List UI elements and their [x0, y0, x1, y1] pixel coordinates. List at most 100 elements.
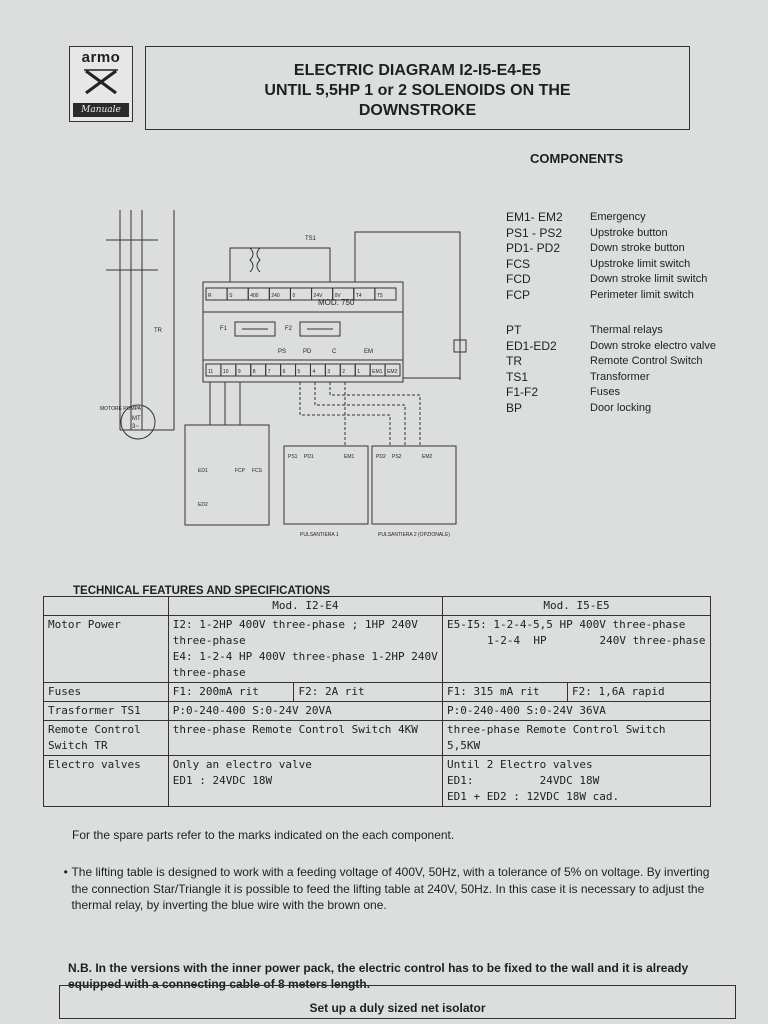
spec-valves-a: Only an electro valve ED1 : 24VDC 18W — [167, 755, 443, 807]
component-desc: Down stroke electro valve — [590, 339, 716, 352]
panel2-code-1: PD2 — [376, 454, 386, 460]
group-label-c: C — [332, 349, 337, 355]
component-row: FCS Upstroke limit switch — [506, 257, 707, 273]
terminal-label: 0V — [335, 293, 342, 299]
spec-fuses-a1: F1: 200mA rit — [167, 682, 295, 702]
spec-fuses-a2: F2: 2A rit — [293, 682, 443, 702]
panel1-label: PULSANTIERA 1 — [300, 532, 339, 538]
spec-motor-label: Motor Power — [43, 615, 169, 683]
title-box: ELECTRIC DIAGRAM I2-I5-E4-E5 UNTIL 5,5HP… — [145, 46, 690, 130]
component-desc: Upstroke limit switch — [590, 257, 691, 270]
title-line-2: UNTIL 5,5HP 1 or 2 SOLENOIDS ON THE — [264, 82, 571, 99]
fuse-label-1: F1 — [220, 326, 228, 332]
spec-valves-b: Until 2 Electro valves ED1: 24VDC 18W ED… — [441, 755, 712, 807]
spec-header-row: Mod. I2-E4 Mod. I5-E5 — [43, 596, 712, 616]
spec-remote-b-line1: three-phase Remote Control Switch — [446, 723, 666, 736]
terminal-label: 0 — [292, 293, 295, 299]
terminal-label: 240 — [271, 293, 280, 299]
component-row: BP Door locking — [506, 401, 716, 417]
tr-label: TR — [154, 328, 163, 334]
spec-remote-label-line1: Remote Control — [48, 723, 141, 736]
motor-symbol: MT — [132, 416, 141, 422]
component-code: BP — [506, 400, 523, 415]
component-desc: Down stroke limit switch — [590, 273, 708, 285]
terminal-label: 8 — [253, 369, 256, 375]
component-code: ED1-ED2 — [506, 338, 557, 353]
spec-motor-a-line3: E4: 1-2-4 HP 400V three-phase 1-2HP 240V — [172, 650, 438, 663]
brand-logo: armo Manuale — [69, 46, 133, 122]
spec-valves-b-line2: ED1: 24VDC 18W — [446, 774, 600, 787]
title-line-3: DOWNSTROKE — [358, 102, 477, 119]
component-desc: Door locking — [590, 401, 652, 414]
spec-remote-b: three-phase Remote Control Switch 5,5KW — [441, 720, 712, 756]
component-code: PT — [506, 323, 522, 337]
component-desc: Thermal relays — [590, 324, 663, 336]
motor-phase: 3~ — [132, 424, 139, 430]
component-row: F1-F2 Fuses — [506, 385, 716, 401]
panel1-code-2: PD1 — [304, 454, 314, 460]
group-label-em: EM — [364, 349, 373, 355]
terminal-label: 2 — [342, 369, 345, 375]
motor-label: MOTORE POMPA — [100, 406, 142, 412]
panel1-code-1: PS1 — [288, 454, 298, 460]
component-code: FCP — [506, 287, 530, 302]
terminal-label: 7 — [268, 369, 271, 375]
component-desc: Remote Control Switch — [590, 355, 703, 367]
components-heading: COMPONENTS — [530, 151, 624, 166]
terminal-box — [374, 287, 397, 301]
panel1-code-3: EM1 — [344, 454, 355, 460]
spec-remote-label-line2: Switch TR — [48, 739, 108, 752]
spec-remote-label: Remote Control Switch TR — [43, 720, 169, 756]
spec-row-remote: Remote Control Switch TR three-phase Rem… — [43, 720, 712, 756]
component-code: TR — [506, 354, 522, 368]
component-code: FCS — [506, 256, 530, 271]
spec-col-a: Mod. I2-E4 — [167, 596, 443, 616]
spec-motor-b-line2: 1-2-4 HP 240V three-phase — [486, 634, 706, 647]
group-label-pd: PD — [303, 349, 312, 355]
spec-motor-b: E5-I5: 1-2-4-5,5 HP 400V three-phase 1-2… — [441, 615, 712, 683]
spec-fuses-b2: F2: 1,6A rapid — [566, 682, 712, 702]
component-desc: Fuses — [590, 386, 620, 398]
spec-row-motor: Motor Power I2: 1-2HP 400V three-phase ;… — [43, 615, 712, 683]
bullet-dot-icon: • — [63, 865, 68, 879]
fuse-label-2: F2 — [285, 326, 293, 332]
terminal-label: 1 — [357, 369, 360, 375]
spec-transformer-a: P:0-240-400 S:0-24V 20VA — [167, 701, 443, 721]
isolator-text: Set up a duly sized net isolator — [309, 1001, 486, 1015]
terminal-label: 4 — [312, 369, 315, 375]
spec-header-empty — [43, 596, 169, 616]
logo-cross-icon — [84, 69, 118, 95]
component-code: EM1- EM2 — [506, 210, 563, 224]
spec-valves-a-line2: ED1 : 24VDC 18W — [172, 774, 273, 787]
component-desc: Transformer — [590, 370, 650, 383]
nb-note: N.B. In the versions with the inner powe… — [68, 961, 689, 991]
spec-row-transformer: Trasformer TS1 P:0-240-400 S:0-24V 20VA … — [43, 701, 712, 721]
component-code: F1-F2 — [506, 385, 539, 399]
spec-valves-b-line1: Until 2 Electro valves — [446, 758, 593, 771]
spare-parts-note: For the spare parts refer to the marks i… — [72, 828, 455, 842]
component-code: PS1 - PS2 — [506, 225, 563, 240]
terminal-label: 9 — [238, 369, 241, 375]
spec-transformer-label: Trasformer TS1 — [43, 701, 169, 721]
terminal-label: 3 — [327, 369, 330, 375]
terminal-label: 400 — [250, 293, 259, 299]
terminal-label: T5 — [377, 293, 383, 299]
terminal-box — [384, 363, 401, 377]
spec-fuses-label: Fuses — [43, 682, 169, 702]
terminal-label: 5 — [298, 369, 301, 375]
terminal-label: T4 — [356, 293, 362, 299]
spec-valves-label: Electro valves — [43, 755, 169, 807]
panel2-label: PULSANTIERA 2 (OPZIONALE) — [378, 532, 450, 538]
spec-motor-b-line1: E5-I5: 1-2-4-5,5 HP 400V three-phase — [446, 618, 686, 631]
component-row: PT Thermal relays — [506, 323, 716, 339]
panel2-code-2: PS2 — [392, 454, 402, 460]
spec-row-fuses: Fuses F1: 200mA rit F2: 2A rit F1: 315 m… — [43, 682, 712, 702]
spec-motor-a: I2: 1-2HP 400V three-phase ; 1HP 240V th… — [167, 615, 443, 683]
terminal-label: EM2 — [387, 369, 398, 375]
